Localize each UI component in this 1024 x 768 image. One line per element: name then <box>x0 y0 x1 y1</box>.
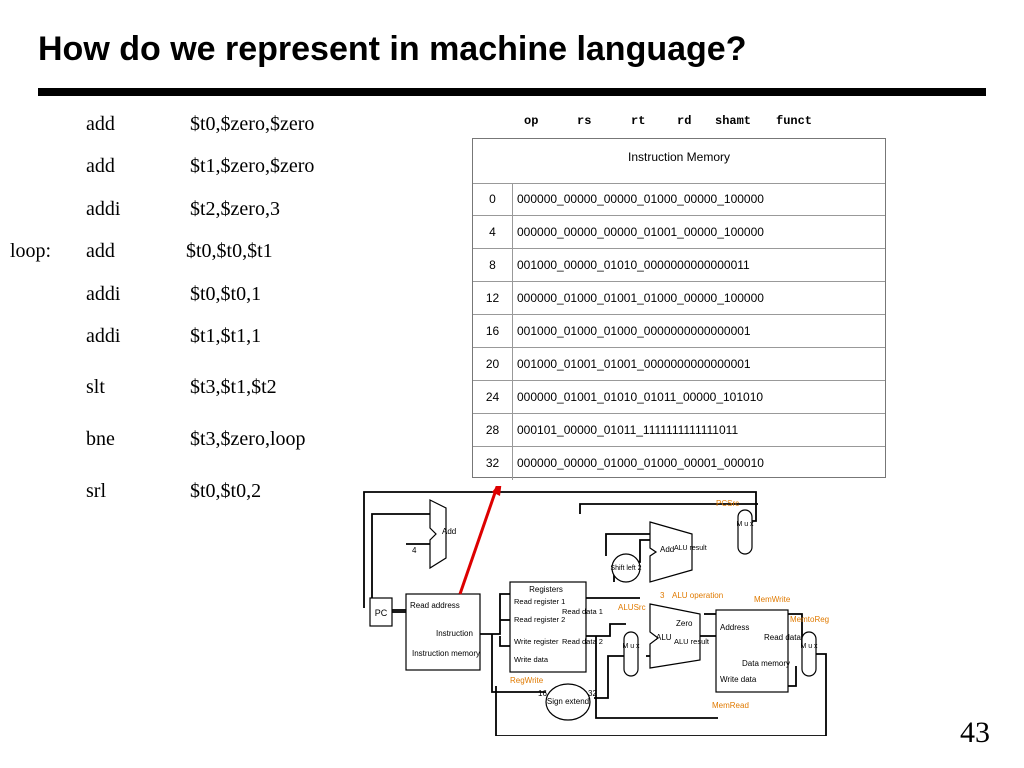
table-row: 28 000101_00000_01011_1111111111111011 <box>473 414 885 447</box>
address-label: Address <box>720 623 749 632</box>
code-args: $t3,$t1,$t2 <box>190 376 277 398</box>
code-op: add <box>86 240 115 262</box>
read-register-2: Read register 2 <box>514 615 565 624</box>
table-row: 20 001000_01001_01001_0000000000000001 <box>473 348 885 381</box>
code-op: bne <box>86 428 115 450</box>
code-args: $t0,$zero,$zero <box>190 113 315 135</box>
code-op: srl <box>86 480 106 502</box>
row-address: 0 <box>473 183 513 215</box>
thirtytwo-label: 32 <box>588 689 597 698</box>
read-data-label: Read data <box>764 633 801 642</box>
row-address: 20 <box>473 348 513 380</box>
write-register: Write register <box>514 637 559 646</box>
alu-label: ALU <box>656 633 672 642</box>
mux-alusrc-label: M u x <box>622 643 640 650</box>
row-bits: 001000_01001_01001_0000000000000001 <box>517 357 751 371</box>
instruction-field-header: op rs rt rd shamt funct <box>470 114 890 132</box>
code-args: $t0,$t0,2 <box>190 480 262 502</box>
alusrc-label: ALUSrc <box>618 603 646 612</box>
instruction-memory-table: Instruction Memory 0 000000_00000_00000_… <box>472 138 886 480</box>
shift-left-label: Shift left 2 <box>610 565 641 572</box>
mux-memtoreg-label: M u x <box>800 643 818 650</box>
table-row: 0 000000_00000_00000_01000_00000_100000 <box>473 183 885 216</box>
table-row: 12 000000_01000_01001_01000_00000_100000 <box>473 282 885 315</box>
instruction-memory-label: Instruction memory <box>412 649 480 658</box>
read-address-label: Read address <box>410 601 460 610</box>
memread-label: MemRead <box>712 701 749 710</box>
row-bits: 001000_01000_01000_0000000000000001 <box>517 324 751 338</box>
add-top-label: Add <box>442 527 456 536</box>
table-row: 16 001000_01000_01000_0000000000000001 <box>473 315 885 348</box>
data-memory-label: Data memory <box>742 659 790 668</box>
alu-operation-label: ALU operation <box>672 591 723 600</box>
field-shamt: shamt <box>715 114 752 128</box>
sixteen-label: 16 <box>538 689 547 698</box>
code-args: $t1,$zero,$zero <box>190 155 315 177</box>
sign-extend-label: Sign extend <box>547 697 589 706</box>
code-args: $t0,$t0,1 <box>190 283 262 305</box>
add-alu-label: Add <box>660 545 674 554</box>
title-divider <box>38 88 986 96</box>
read-data-2: Read data 2 <box>562 637 603 646</box>
row-bits: 000000_01000_01001_01000_00000_100000 <box>517 291 764 305</box>
code-args: $t3,$zero,loop <box>190 428 306 450</box>
mux-top-label: M u x <box>736 521 754 528</box>
code-op: addi <box>86 325 121 347</box>
instruction-label: Instruction <box>436 629 473 638</box>
slide-title: How do we represent in machine language? <box>38 30 747 68</box>
registers-title: Registers <box>529 585 563 594</box>
row-address: 16 <box>473 315 513 347</box>
row-bits: 000000_01001_01010_01011_00000_101010 <box>517 390 764 404</box>
datapath-diagram: PC Add 4 PCSrc M u x Add ALU result Shif… <box>363 486 829 736</box>
row-bits: 000000_00000_00000_01000_00000_100000 <box>517 192 764 206</box>
code-op: add <box>86 155 115 177</box>
field-rs: rs <box>577 114 592 128</box>
pcsrc-label: PCSrc <box>716 499 739 508</box>
code-op: addi <box>86 283 121 305</box>
code-op: addi <box>86 198 121 220</box>
instruction-memory-title: Instruction Memory <box>473 139 885 184</box>
memtoreg-label: MemtoReg <box>790 615 829 624</box>
row-address: 4 <box>473 216 513 248</box>
field-op: op <box>524 114 539 128</box>
row-address: 24 <box>473 381 513 413</box>
row-bits: 000000_00000_01000_01000_00001_000010 <box>517 456 764 470</box>
table-row: 8 001000_00000_01010_0000000000000011 <box>473 249 885 282</box>
field-rd: rd <box>677 114 692 128</box>
code-label: loop: <box>10 240 52 262</box>
alu-result-label: ALU result <box>674 637 710 646</box>
row-bits: 000101_00000_01011_1111111111111011 <box>517 423 739 437</box>
code-op: add <box>86 113 115 135</box>
write-data-mem: Write data <box>720 675 757 684</box>
row-address: 32 <box>473 447 513 480</box>
zero-label: Zero <box>676 619 693 628</box>
row-address: 12 <box>473 282 513 314</box>
row-bits: 000000_00000_00000_01001_00000_100000 <box>517 225 764 239</box>
write-data-reg: Write data <box>514 655 549 664</box>
add-alu-result: ALU result <box>674 545 707 552</box>
pc-label: PC <box>375 608 388 618</box>
read-data-1: Read data 1 <box>562 607 603 616</box>
page-number: 43 <box>960 716 990 749</box>
field-funct: funct <box>776 114 813 128</box>
field-rt: rt <box>631 114 646 128</box>
row-address: 8 <box>473 249 513 281</box>
row-address: 28 <box>473 414 513 446</box>
four-label: 4 <box>412 546 417 555</box>
code-args: $t0,$t0,$t1 <box>186 240 273 262</box>
row-bits: 001000_00000_01010_0000000000000011 <box>517 258 750 272</box>
alu-op-num: 3 <box>660 591 665 600</box>
table-row: 4 000000_00000_00000_01001_00000_100000 <box>473 216 885 249</box>
red-arrow <box>458 486 502 595</box>
code-op: slt <box>86 376 105 398</box>
read-register-1: Read register 1 <box>514 597 565 606</box>
memwrite-label: MemWrite <box>754 595 791 604</box>
table-row: 32 000000_00000_01000_01000_00001_000010 <box>473 447 885 480</box>
code-args: $t2,$zero,3 <box>190 198 280 220</box>
regwrite-label: RegWrite <box>510 676 544 685</box>
code-args: $t1,$t1,1 <box>190 325 262 347</box>
table-row: 24 000000_01001_01010_01011_00000_101010 <box>473 381 885 414</box>
